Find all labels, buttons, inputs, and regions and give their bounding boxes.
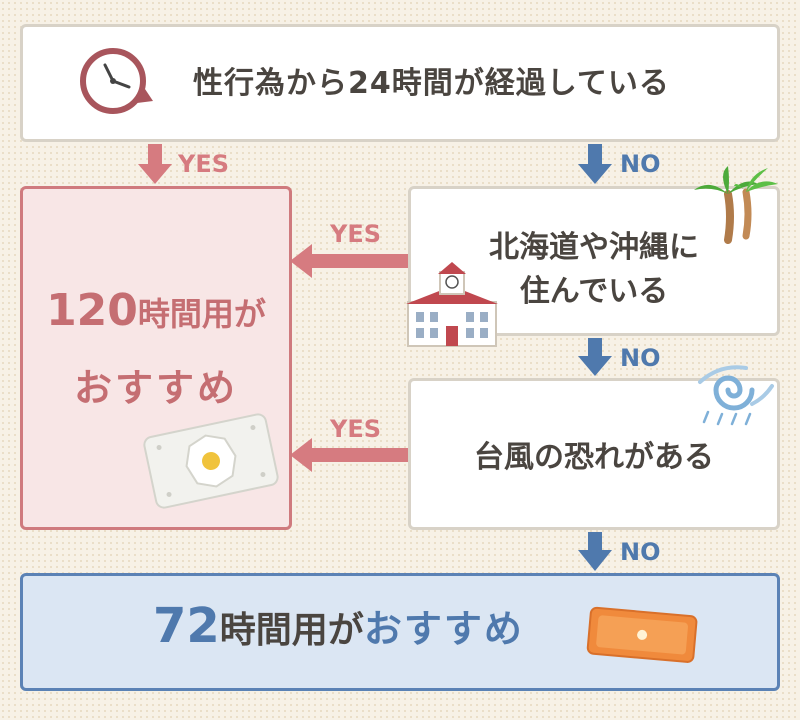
result-72h: 72時間用がおすすめ	[20, 573, 780, 691]
result-72-suffix: おすすめ	[363, 607, 524, 651]
yes-label: YES	[330, 415, 382, 443]
yes-label: YES	[178, 150, 230, 178]
arrow-yes-down	[138, 144, 172, 184]
result-120-unit: 時間用が	[137, 295, 266, 333]
arrow-yes-left-1	[290, 244, 408, 278]
result-72-unit: 時間用が	[219, 610, 364, 651]
clock-tower-building-icon	[406, 262, 498, 347]
question-text: 台風の恐れがある	[474, 440, 714, 475]
arrow-no-down-2	[578, 338, 612, 376]
clock-icon	[80, 48, 153, 114]
question-24h-elapsed: 性行為から24時間が経過している	[20, 24, 780, 142]
no-label: NO	[620, 538, 661, 566]
patch-120-icon	[143, 413, 279, 509]
result-120-suffix: おすすめ	[73, 366, 238, 410]
result-120h: 120時間用が おすすめ	[20, 186, 292, 530]
result-72-heading: 72時間用がおすすめ	[153, 598, 524, 654]
patch-72-icon	[586, 606, 698, 663]
result-72-number: 72	[153, 598, 220, 654]
arrow-yes-left-2	[290, 438, 408, 472]
no-label: NO	[620, 150, 661, 178]
question-text: 性行為から24時間が経過している	[193, 66, 670, 101]
arrow-no-down-3	[578, 532, 612, 571]
no-label: NO	[620, 344, 661, 372]
palm-tree-icon	[694, 166, 778, 244]
result-120-heading: 120時間用が	[23, 285, 289, 336]
question-text: 北海道や沖縄に 住んでいる	[411, 226, 777, 314]
question-line-1: 北海道や沖縄に	[489, 230, 699, 265]
result-120-number: 120	[46, 285, 138, 336]
yes-label: YES	[330, 220, 382, 248]
typhoon-icon	[698, 365, 774, 426]
arrow-no-down-1	[578, 144, 612, 184]
question-line-2: 住んでいる	[519, 274, 669, 309]
question-typhoon-risk: 台風の恐れがある	[408, 378, 780, 530]
